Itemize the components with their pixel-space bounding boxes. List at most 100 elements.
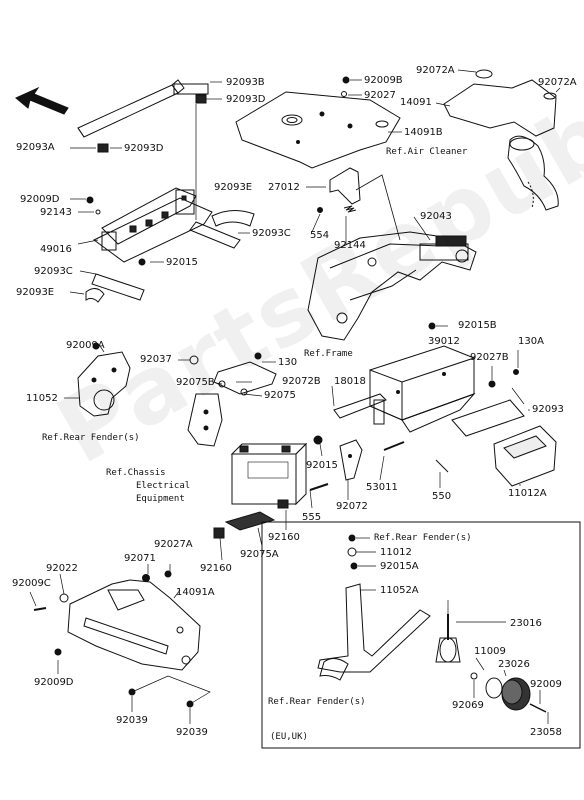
part-label-92160-left: 92160 xyxy=(200,563,232,574)
under-cover-14091A xyxy=(67,579,201,671)
pad-92075A xyxy=(224,511,276,531)
part-label-92093: 92093 xyxy=(532,404,564,415)
part-label-92009A: 92009A xyxy=(66,340,105,351)
part-label-92009C: 92009C xyxy=(12,578,51,589)
lid-seal-92093 xyxy=(451,399,525,437)
nut-92069 xyxy=(470,672,478,680)
part-label-11009: 11009 xyxy=(474,646,506,657)
part-label-23026: 23026 xyxy=(498,659,530,670)
pin-550 xyxy=(435,459,449,473)
part-label-130A: 130A xyxy=(518,336,544,347)
strap-18018-end xyxy=(373,399,385,425)
air-cleaner-intake xyxy=(507,135,559,211)
foam-pad-curved-92093E-lower xyxy=(85,288,105,303)
foam-pad-92093C-lower xyxy=(91,273,145,301)
part-label-14091B: 14091B xyxy=(404,127,443,138)
inset-region-label: (EU,UK) xyxy=(270,732,308,742)
part-label-130: 130 xyxy=(278,357,298,368)
strap-18018 xyxy=(333,393,387,419)
part-label-92072B: 92072B xyxy=(282,376,321,387)
foam-pad-small-left xyxy=(97,143,109,153)
part-label-49016: 49016 xyxy=(40,244,72,255)
collar-92022 xyxy=(59,593,69,603)
part-label-92043: 92043 xyxy=(420,211,452,222)
part-label-14091: 14091 xyxy=(400,97,432,108)
part-label-18018: 18018 xyxy=(334,376,366,387)
pad-92160-right xyxy=(277,499,289,509)
cover-plate-14091B xyxy=(235,91,401,169)
part-label-92027: 92027 xyxy=(364,90,396,101)
bracket-11052A xyxy=(317,583,431,681)
nut-92027B xyxy=(488,380,496,388)
part-label-92015B: 92015B xyxy=(458,320,497,331)
clip-92072A xyxy=(375,120,389,128)
collar-11012 xyxy=(347,547,357,557)
part-label-11052: 11052 xyxy=(26,393,58,404)
pad-92160-left xyxy=(213,527,225,539)
cover-14091 xyxy=(443,69,557,137)
inset-box xyxy=(261,521,581,749)
washer-92027 xyxy=(341,91,347,97)
bolt-92009B xyxy=(342,76,350,84)
foam-pad-long xyxy=(77,79,185,138)
part-label-92027B: 92027B xyxy=(470,352,509,363)
ref-chassis-line-3: Equipment xyxy=(136,494,185,504)
part-label-92093D-top: 92093D xyxy=(226,94,266,105)
part-label-92075: 92075 xyxy=(264,390,296,401)
foam-pad-92093C-upper xyxy=(189,221,241,249)
part-label-14091A: 14091A xyxy=(176,587,215,598)
case-lid-11012A xyxy=(493,425,557,487)
inset-ref-rear-fender-top: Ref.Rear Fender(s) xyxy=(374,533,472,543)
screw-92009 xyxy=(529,703,547,713)
battery xyxy=(230,442,308,506)
part-label-92039-b: 92039 xyxy=(176,727,208,738)
part-label-554: 554 xyxy=(310,230,330,241)
bolt-92009A xyxy=(92,342,100,350)
part-label-92160-right: 92160 xyxy=(268,532,300,543)
part-label-92009D-top: 92009D xyxy=(20,194,60,205)
screw-53011 xyxy=(383,441,405,451)
part-label-550: 550 xyxy=(432,491,452,502)
part-label-92015-top: 92015 xyxy=(166,257,198,268)
part-label-27012: 27012 xyxy=(268,182,300,193)
foam-pad-curved-92093E xyxy=(211,210,255,227)
battery-tray xyxy=(93,187,213,263)
nut-92015-mid xyxy=(313,435,323,445)
part-label-92009B: 92009B xyxy=(364,75,403,86)
part-label-92093E-mid: 92093E xyxy=(214,182,253,193)
nut-92015-top xyxy=(138,258,146,266)
battery-case-39012 xyxy=(369,345,476,433)
part-label-92022: 92022 xyxy=(46,563,78,574)
part-label-92039-a: 92039 xyxy=(116,715,148,726)
bolt-92071 xyxy=(142,574,150,582)
part-label-11012: 11012 xyxy=(380,547,412,558)
part-label-92093B: 92093B xyxy=(226,77,265,88)
foam-pad-small-top xyxy=(173,83,209,104)
ref-frame: Ref.Frame xyxy=(304,349,353,359)
reflector-bracket-23016 xyxy=(435,614,461,663)
spring-92144 xyxy=(343,205,357,213)
part-label-92093A: 92093A xyxy=(16,142,55,153)
reflector-23026-face xyxy=(501,679,523,705)
bolt-92009D xyxy=(86,196,94,204)
part-label-23016: 23016 xyxy=(510,618,542,629)
part-label-92143: 92143 xyxy=(40,207,72,218)
bolt-inset xyxy=(348,534,356,542)
bolt-92009C xyxy=(33,607,47,611)
vehicle-frame xyxy=(307,231,477,341)
part-label-92072A-1: 92072A xyxy=(416,65,455,76)
ref-air-cleaner: Ref.Air Cleaner xyxy=(386,147,468,157)
part-label-92037: 92037 xyxy=(140,354,172,365)
part-label-23058: 23058 xyxy=(530,727,562,738)
part-label-39012: 39012 xyxy=(428,336,460,347)
part-label-92071: 92071 xyxy=(124,553,156,564)
ref-chassis-line-1: Ref.Chassis xyxy=(106,468,166,478)
washer-92143 xyxy=(95,209,101,215)
part-label-92093E: 92093E xyxy=(16,287,55,298)
part-label-92009: 92009 xyxy=(530,679,562,690)
pin-554 xyxy=(317,207,323,213)
part-label-53011: 53011 xyxy=(366,482,398,493)
part-label-92075A: 92075A xyxy=(240,549,279,560)
